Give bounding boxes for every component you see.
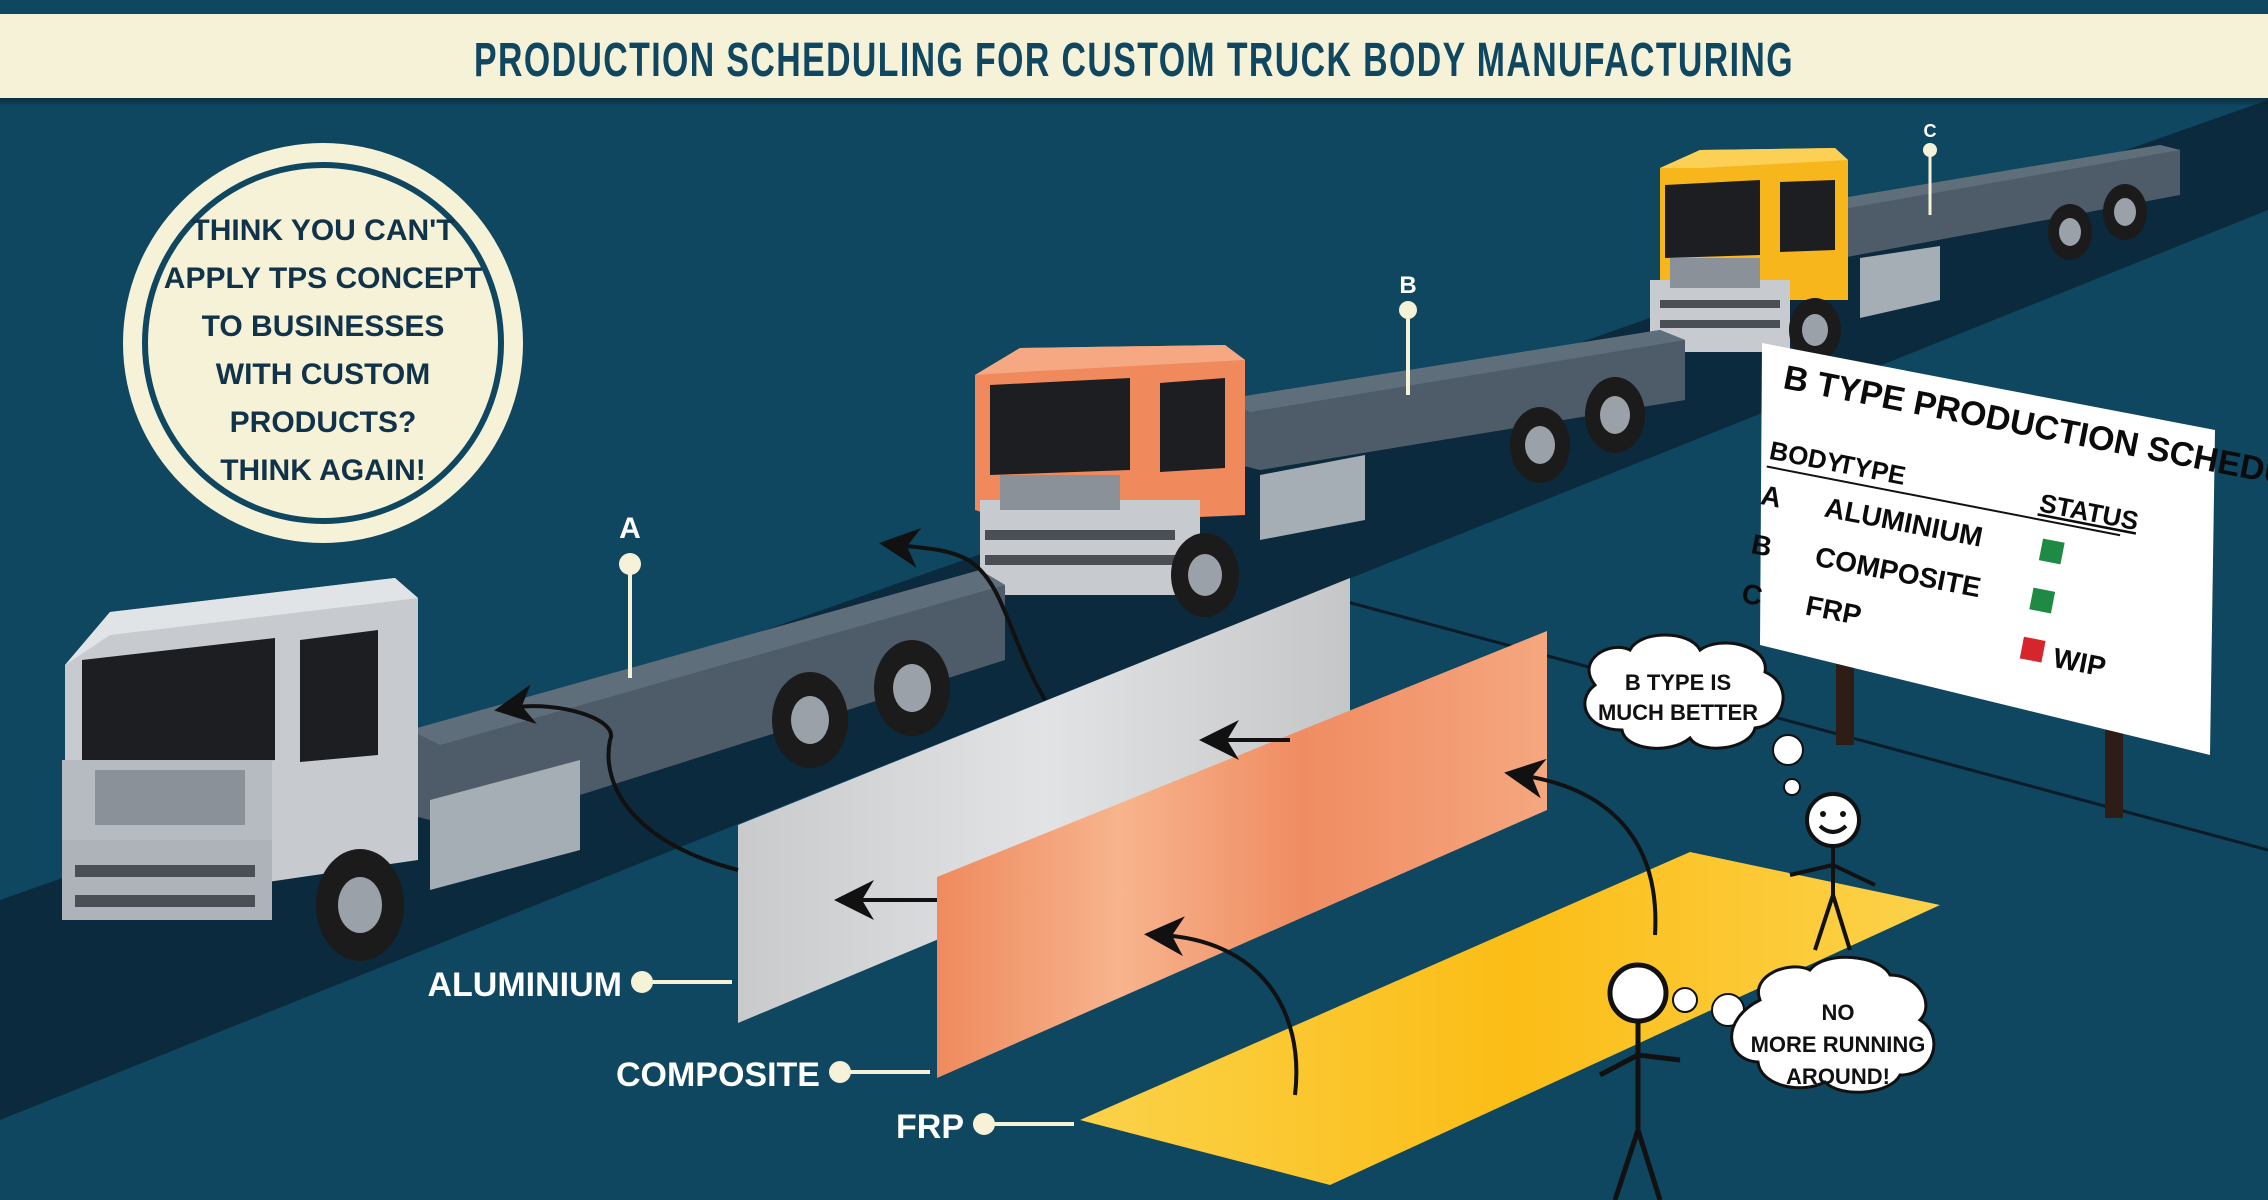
composite-panel: [937, 631, 1547, 1078]
callout-line-5: PRODUCTS?: [230, 406, 417, 439]
label-frp-text: FRP: [896, 1108, 964, 1146]
callout-line-2: APPLY TPS CONCEPT: [164, 262, 482, 295]
board-post-right: [2105, 730, 2123, 818]
label-composite: COMPOSITE: [616, 1056, 930, 1094]
arrow-frp-to-composite-upper: [1504, 758, 1658, 936]
board-post-left: [1836, 650, 1854, 745]
title-banner: [0, 14, 2268, 98]
label-frp: FRP: [896, 1108, 1074, 1146]
callout-circle: [123, 143, 523, 543]
arrow-frp-to-composite: [1144, 916, 1299, 1096]
title-banner-shadow: [0, 98, 2268, 106]
thought-bubble-bottom: NO MORE RUNNING AROUND!: [1672, 955, 1936, 1094]
truck-b: [975, 330, 1685, 617]
callout-line-6: THINK AGAIN!: [220, 454, 426, 487]
truck-pin-c: C: [1923, 121, 1937, 215]
board-panel: [1760, 343, 2215, 755]
label-aluminium: ALUMINIUM: [427, 966, 732, 1004]
truck-label-b: B: [1399, 272, 1416, 299]
board-header-rule: [1766, 465, 2121, 537]
bubble-bottom-line-2: MORE RUNNING: [1751, 1032, 1926, 1057]
board-row-status-b: [2029, 587, 2056, 614]
bubble-top-line-2: MUCH BETTER: [1598, 700, 1758, 725]
smiley-face-icon: [1805, 792, 1861, 848]
callout-line-3: TO BUSINESSES: [202, 310, 445, 343]
callout-line-1: THINK YOU CAN'T: [191, 214, 454, 247]
worker-smiling: [1789, 792, 1876, 951]
truck-c: [1650, 145, 2180, 362]
truck-pin-a: A: [619, 512, 641, 678]
road: [0, 100, 2268, 1120]
thought-bubble-top: B TYPE IS MUCH BETTER: [1583, 633, 1804, 796]
arrow-aluminium-to-a: [494, 684, 739, 872]
frp-panel: [1080, 852, 1940, 1185]
worker-thinking: [1598, 962, 1681, 1200]
label-composite-text: COMPOSITE: [616, 1056, 820, 1094]
aluminium-panel: [738, 578, 1350, 1023]
callout: THINK YOU CAN'T APPLY TPS CONCEPT TO BUS…: [123, 143, 523, 543]
callout-line-4: WITH CUSTOM: [216, 358, 430, 391]
bubble-bottom-line-1: NO: [1822, 1000, 1855, 1025]
truck-a: [62, 570, 1005, 961]
page-title: PRODUCTION SCHEDULING FOR CUSTOM TRUCK B…: [474, 34, 1794, 87]
bubble-bottom-line-3: AROUND!: [1786, 1064, 1890, 1089]
bubble-top-line-1: B TYPE IS: [1625, 670, 1731, 695]
label-aluminium-text: ALUMINIUM: [427, 966, 622, 1004]
board-row-status-a: [2038, 538, 2065, 565]
board-row-status-c: [2019, 636, 2046, 663]
truck-pin-b: B: [1399, 272, 1417, 395]
truck-label-a: A: [619, 512, 641, 545]
callout-ring: [142, 162, 504, 524]
truck-label-c: C: [1924, 121, 1937, 141]
arrow-composite-to-b: [879, 527, 1047, 702]
flow-arrows: [494, 527, 1658, 1096]
